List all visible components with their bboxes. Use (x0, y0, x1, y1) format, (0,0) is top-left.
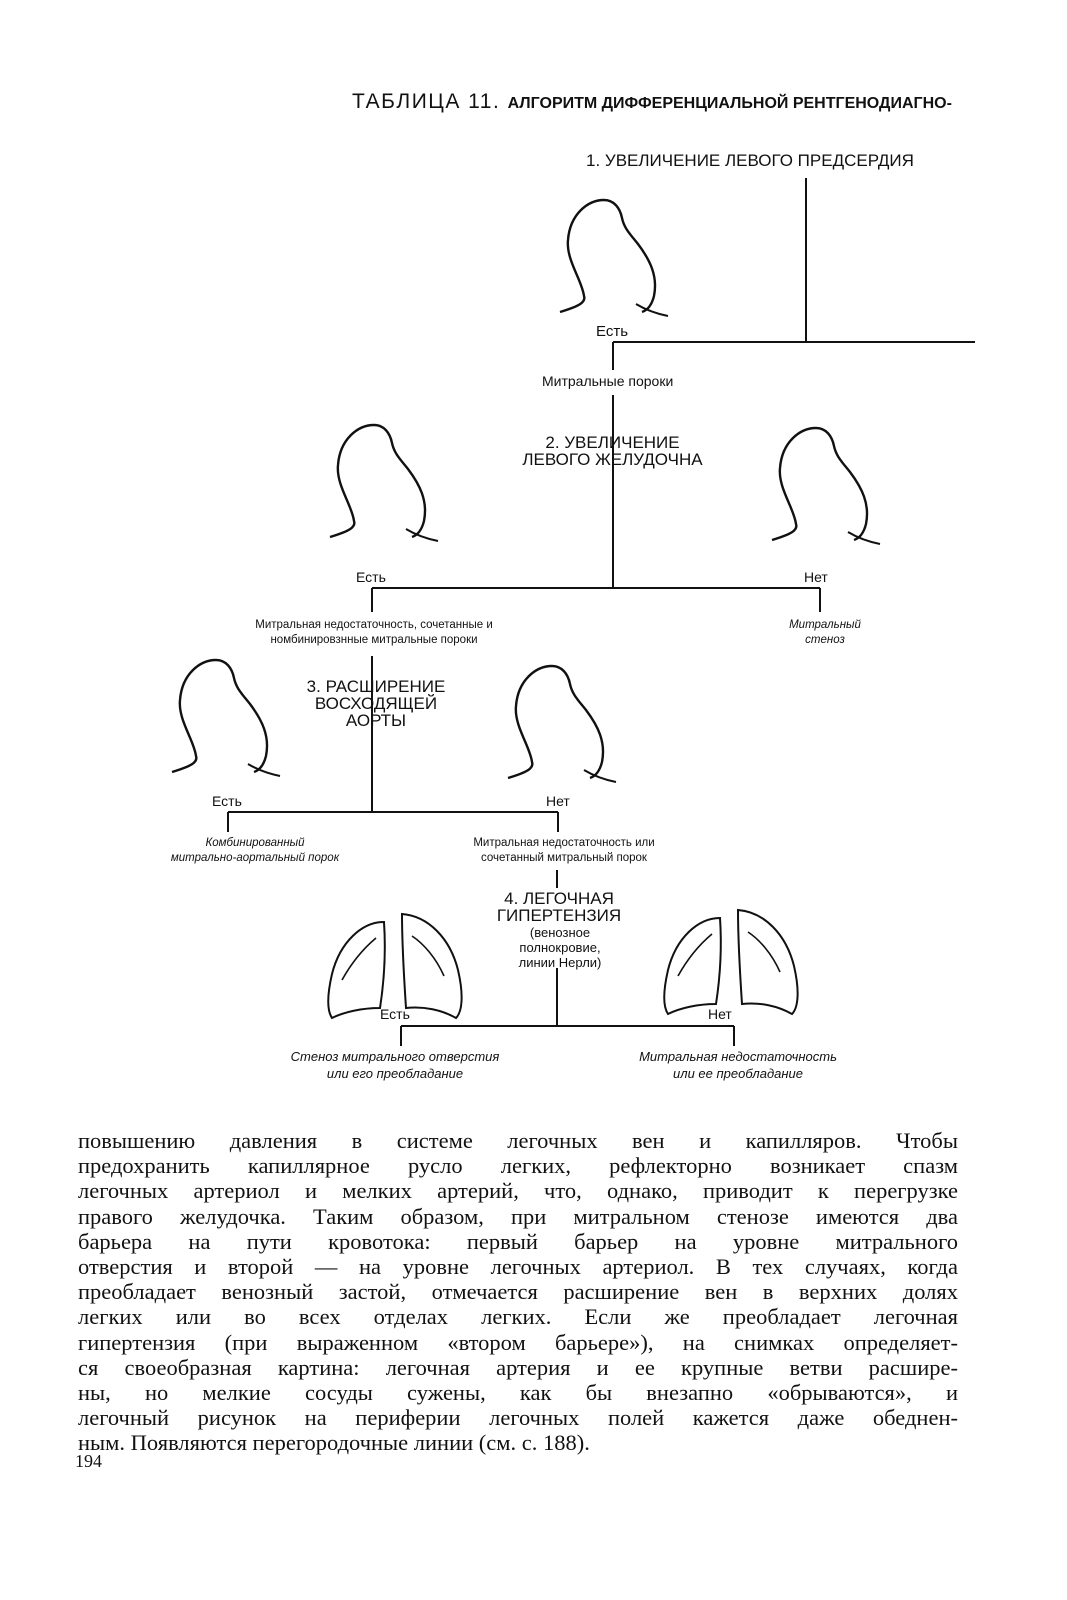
body-line: легочных артериол и мелких артерий, что,… (78, 1178, 958, 1204)
step2-yes-result-line2: номбинировзнные митральные пороки (270, 634, 478, 646)
body-line: легочный рисунок на периферии легочных п… (78, 1405, 958, 1431)
step3-no-result: Митральная недостаточность или сочетанны… (424, 836, 704, 866)
table-title-main: АЛГОРИТМ ДИФФЕРЕНЦИАЛЬНОЙ РЕНТГЕНОДИАГНО… (507, 95, 952, 112)
step3-yes-result: Комбинированный митрально-аортальный пор… (142, 836, 368, 866)
body-line: барьера на пути кровотока: первый барьер… (78, 1228, 958, 1254)
step4-sub-line2: полнокровие, (519, 940, 601, 955)
step4-yes-label: Есть (380, 1006, 410, 1022)
step3-no-result-line1: Митральная недостаточность или (473, 837, 655, 849)
step3-no-result-line2: сочетанный митральный порок (481, 852, 647, 864)
step3-yes-label: Есть (212, 793, 242, 809)
step2-yes-result-line1: Митральная недостаточность, сочетанные и (255, 619, 493, 631)
step3-heading: 3. РАСШИРЕНИЕ ВОСХОДЯЩЕЙ АОРТЫ (294, 678, 458, 729)
step4-no-result-line2: или ее преобладание (673, 1066, 803, 1081)
body-line: ся своеобразная картина: легочная артери… (78, 1354, 958, 1380)
step2-no-label: Нет (804, 569, 828, 585)
body-line: легких или во всех отделах легких. Если … (78, 1304, 958, 1330)
body-line: повышению давления в системе легочных ве… (78, 1128, 958, 1153)
step4-sub-line3: линии Нерли) (518, 955, 602, 970)
step4-yes-result-line1: Стеноз митрального отверстия (290, 1049, 500, 1064)
step3-yes-result-line1: Комбинированный (205, 837, 305, 849)
step4-heading: 4. ЛЕГОЧНАЯ ГИПЕРТЕНЗИЯ (484, 890, 634, 924)
table-title: ТАБЛИЦА 11. АЛГОРИТМ ДИФФЕРЕНЦИАЛЬНОЙ РЕ… (352, 90, 952, 114)
step2-yes-result: Митральная недостаточность, сочетанные и… (194, 618, 554, 648)
step2-heading: 2. УВЕЛИЧЕНИЕ ЛЕВОГО ЖЕЛУДОЧНА (515, 434, 710, 468)
step3-heading-line2: ВОСХОДЯЩЕЙ (314, 694, 438, 713)
step2-no-result-line1: Митральный (789, 619, 861, 631)
step3-heading-line3: АОРТЫ (345, 711, 407, 730)
body-line: предохранить капиллярное русло легких, р… (78, 1153, 958, 1179)
step3-heading-line1: 3. РАСШИРЕНИЕ (306, 677, 446, 696)
step4-yes-result-line2: или его преобладание (326, 1066, 464, 1081)
step2-yes-label: Есть (356, 569, 386, 585)
step4-subheading: (венозное полнокровие, линии Нерли) (490, 925, 630, 970)
step4-no-result-line1: Митральная недостаточность (639, 1049, 837, 1064)
body-line: правого желудочка. Таким образом, при ми… (78, 1203, 958, 1229)
step4-no-result: Митральная недостаточность или ее преобл… (616, 1048, 860, 1082)
step1-yes-label: Есть (596, 323, 629, 340)
step2-heading-line2: ЛЕВОГО ЖЕЛУДОЧНА (522, 450, 703, 469)
step2-no-result-line2: стеноз (805, 634, 845, 646)
body-line: ным. Появляются перегородочные линии (см… (78, 1430, 590, 1456)
step4-heading-line2: ГИПЕРТЕНЗИЯ (496, 906, 622, 925)
step4-sub-line1: (венозное (529, 925, 591, 940)
step4-yes-result: Стеноз митрального отверстия или его пре… (246, 1048, 544, 1082)
page-number: 194 (75, 1451, 102, 1471)
step4-no-label: Нет (708, 1006, 732, 1022)
body-line: гипертензия (при выраженном «втором барь… (78, 1329, 958, 1355)
body-line: ны, но мелкие сосуды сужены, как бы внез… (78, 1380, 958, 1406)
body-paragraph: повышению давления в системе легочных ве… (78, 1128, 958, 1456)
step1-result: Митральные пороки (542, 373, 674, 389)
step4-heading-line1: 4. ЛЕГОЧНАЯ (504, 889, 614, 908)
step1-heading: 1. УВЕЛИЧЕНИЕ ЛЕВОГО ПРЕДСЕРДИЯ (586, 151, 914, 170)
table-title-prefix: ТАБЛИЦА 11. (352, 90, 501, 113)
body-line: преобладает венозный застой, отмечается … (78, 1279, 958, 1305)
step3-yes-result-line2: митрально-аортальный порок (170, 852, 340, 864)
step2-heading-line1: 2. УВЕЛИЧЕНИЕ (545, 433, 680, 452)
step2-no-result: Митральный стеноз (770, 618, 880, 648)
step3-no-label: Нет (546, 793, 570, 809)
body-line: отверстия и второй — на уровне легочных … (78, 1254, 958, 1280)
